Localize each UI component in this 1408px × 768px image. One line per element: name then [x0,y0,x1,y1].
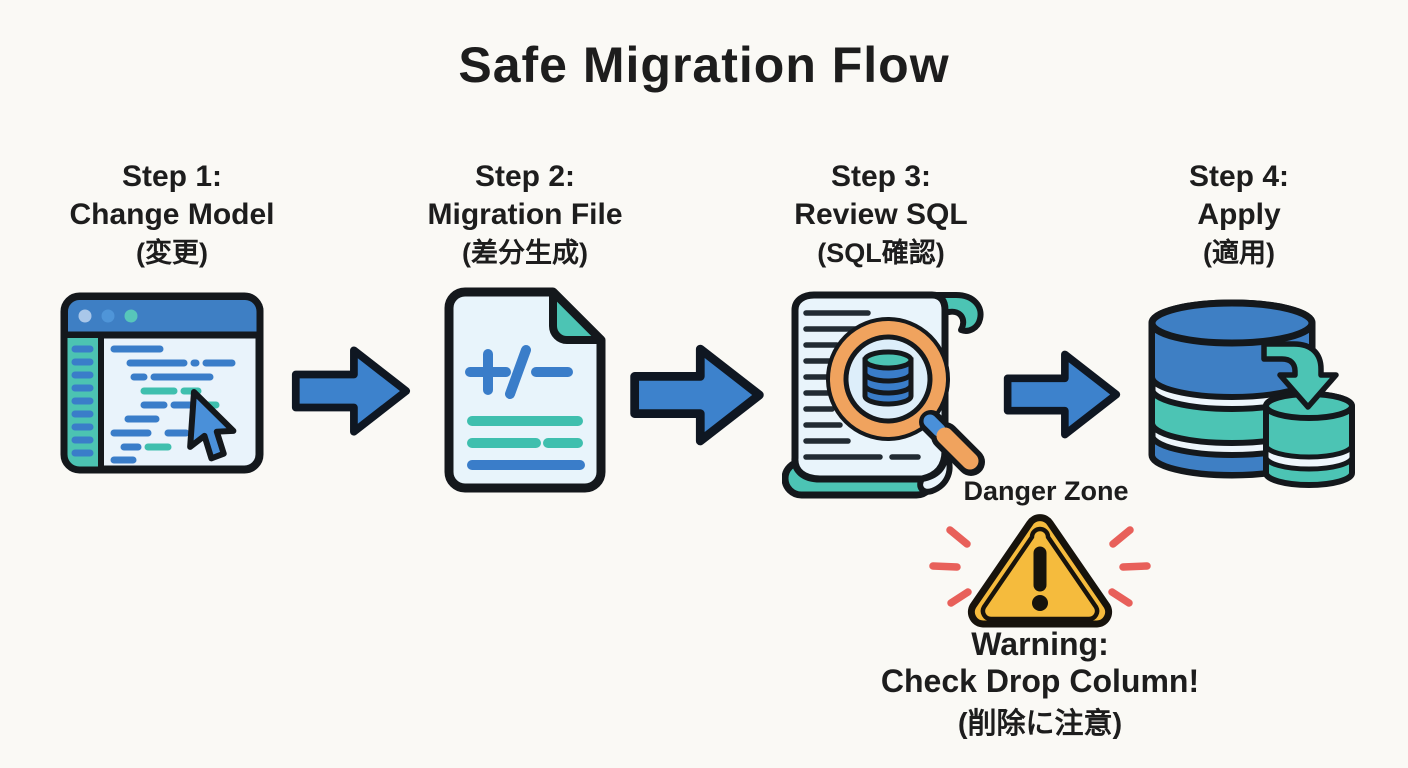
step1-number: Step 1: [121,160,223,193]
step1-subtitle: (変更) [136,238,208,268]
migration-file-icon [444,287,606,493]
warning-triangle-icon [920,506,1160,634]
step3-number: Step 3: [830,160,932,193]
database-icon [862,349,914,407]
page-title: Safe Migration Flow [458,37,950,93]
step3-subtitle: (SQL確認) [817,238,945,268]
step2-subtitle: (差分生成) [462,238,588,268]
step1-label: Step 1: Change Model (変更) [32,158,312,272]
step3-label: Step 3: Review SQL (SQL確認) [741,158,1021,272]
database-apply-icon [1144,289,1356,492]
apply-arrow-icon [1261,341,1339,410]
step1-name: Change Model [69,198,275,231]
plus-minus-icon [465,345,573,399]
step4-subtitle: (適用) [1203,238,1275,268]
warning-message: Check Drop Column! [880,663,1200,699]
cursor-arrow-icon [187,389,237,462]
danger-zone-label: Danger Zone [963,476,1129,506]
step2-label: Step 2: Migration File (差分生成) [385,158,665,272]
flow-arrow-icon [289,337,413,445]
flow-arrow-icon [1000,343,1124,446]
step2-name: Migration File [427,198,623,231]
step3-name: Review SQL [794,198,968,231]
review-sql-magnifier-icon [782,283,987,508]
warning-subtitle: (削除に注意) [957,708,1123,740]
step4-label: Step 4: Apply (適用) [1099,158,1379,272]
step4-name: Apply [1197,198,1281,231]
warning-title: Warning: [971,626,1109,662]
flow-arrow-icon [627,332,767,458]
danger-rays-icon [929,526,1151,607]
code-editor-icon [60,292,264,474]
step4-number: Step 4: [1188,160,1290,193]
step2-number: Step 2: [474,160,576,193]
